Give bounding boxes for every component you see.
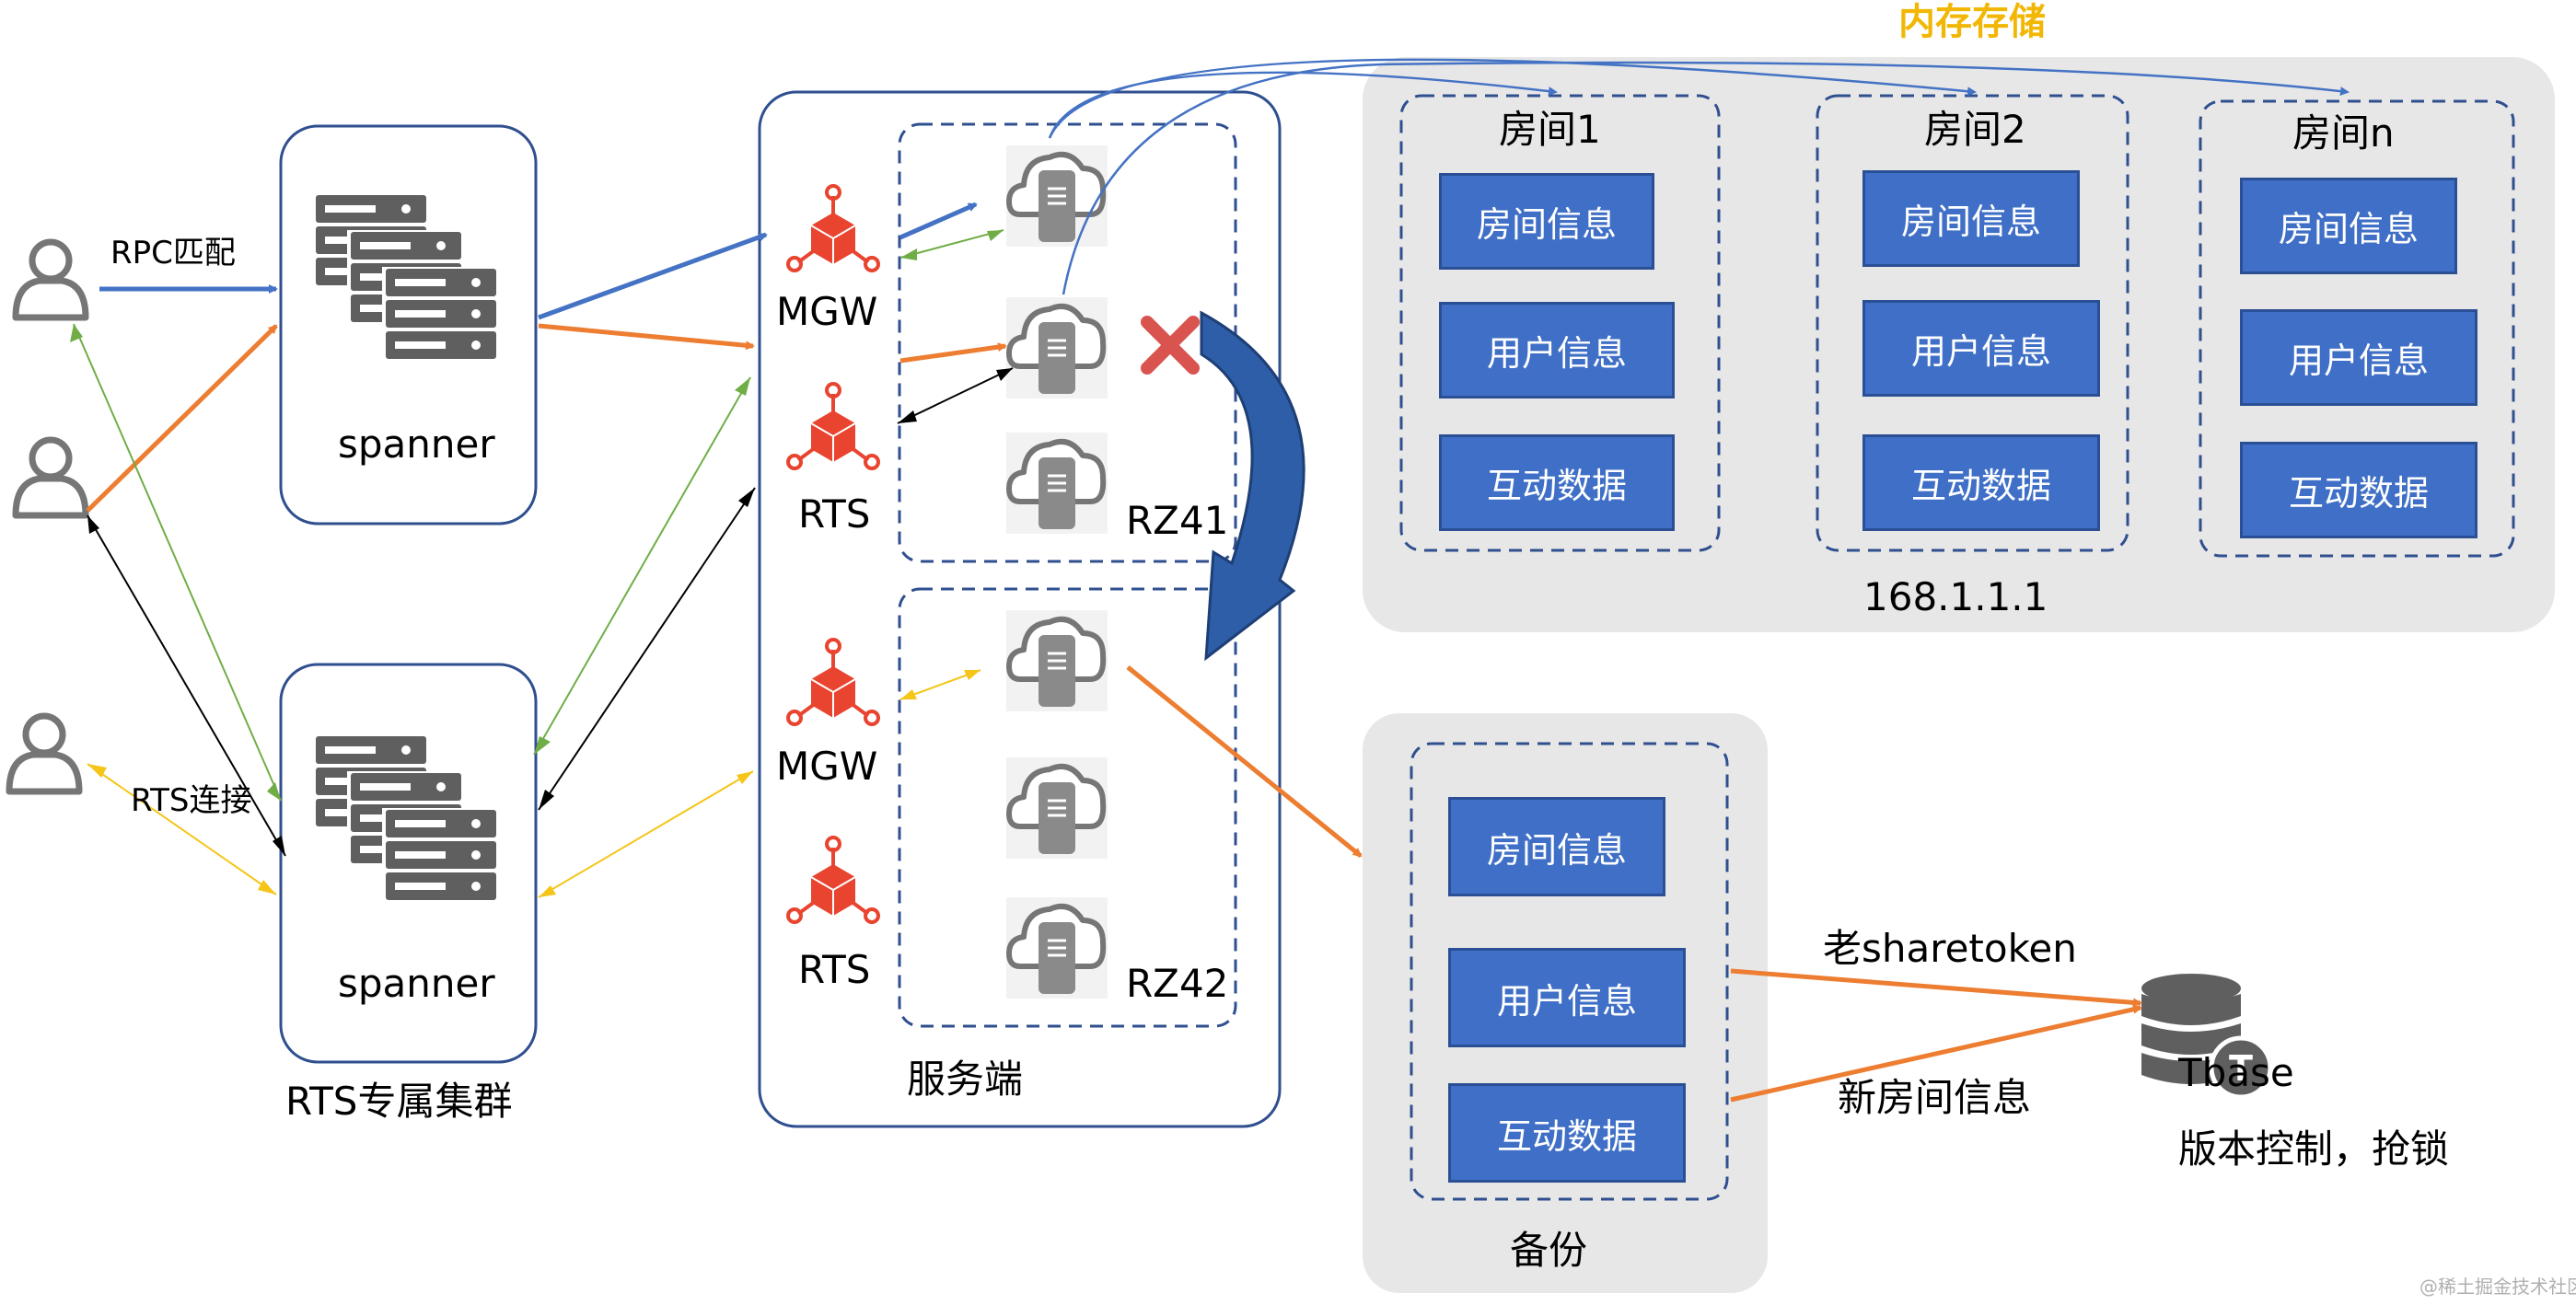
room-2-interaction-box: 互动数据: [1862, 434, 2100, 531]
backup-group: [1410, 742, 1729, 1201]
yellow-links: [87, 669, 981, 898]
rpc-match-label: RPC匹配: [110, 235, 236, 271]
mgw-label-2: MGW: [776, 744, 878, 789]
link-to-room-1: [1048, 71, 1558, 139]
user-to-spanner-orange: [86, 324, 278, 513]
old-sharetoken-label: 老sharetoken: [1823, 926, 2077, 971]
rts-connect-label: RTS连接: [131, 782, 252, 819]
rz42-group: [898, 587, 1237, 1028]
backup-label: 备份: [1510, 1228, 1588, 1273]
user-icon-1: [16, 242, 86, 318]
spanner-to-mgw-blue: [538, 232, 768, 320]
mgw-to-cloud-orange: [899, 342, 1007, 364]
room-n-user-box: 用户信息: [2240, 309, 2477, 406]
watermark: @稀土掘金技术社区: [2419, 1276, 2576, 1298]
backup-info-box: 房间信息: [1448, 797, 1665, 896]
spanner-to-mgw-orange: [538, 323, 755, 351]
memory-storage-title: 内存存储: [1898, 1, 2046, 43]
cloud-server-icon-6: [1006, 897, 1108, 999]
room-n-title: 房间n: [2292, 110, 2395, 156]
cloud-server-icon-2: [1006, 297, 1108, 398]
new-room-info-arrow: [1730, 1004, 2142, 1103]
link-to-room-2: [1048, 58, 1977, 139]
server-side-label: 服务端: [907, 1057, 1024, 1102]
spanner-top-label: spanner: [338, 422, 495, 467]
room-1-group: [1399, 94, 1721, 552]
rz42-to-backup-orange: [1126, 665, 1363, 858]
ip-address-label: 168.1.1.1: [1863, 574, 2048, 619]
cloud-server-icon-5: [1006, 757, 1108, 859]
tbase-note-label: 版本控制，抢锁: [2178, 1126, 2450, 1172]
room-1-info-box: 房间信息: [1439, 173, 1654, 270]
green-links: [70, 229, 1004, 802]
room-n-info-box: 房间信息: [2240, 178, 2457, 274]
room-1-user-box: 用户信息: [1439, 302, 1675, 398]
rz42-label: RZ42: [1126, 961, 1229, 1006]
failover-arrow: [1200, 310, 1305, 662]
cloud-server-icon-4: [1006, 610, 1108, 711]
user-icon-3: [9, 716, 79, 791]
server-side-box: [758, 90, 1282, 1128]
room-2-info-box: 房间信息: [1862, 170, 2080, 267]
failure-x-icon: [1141, 316, 1200, 375]
cloud-server-icon-3: [1006, 433, 1108, 534]
black-links: [87, 367, 1014, 857]
rz41-group: [898, 122, 1237, 563]
new-room-info-label: 新房间信息: [1838, 1075, 2032, 1120]
cloud-server-icon-1: [1006, 145, 1108, 247]
rz41-label: RZ41: [1126, 498, 1229, 543]
room-1-title: 房间1: [1499, 107, 1601, 152]
mgw-to-cloud-blue: [899, 202, 978, 240]
old-sharetoken-arrow: [1730, 968, 2142, 1008]
room-2-user-box: 用户信息: [1862, 300, 2100, 397]
mgw-label-1: MGW: [776, 289, 878, 334]
backup-user-box: 用户信息: [1448, 948, 1686, 1047]
rts-label-1: RTS: [798, 491, 871, 537]
rts-cluster-label: RTS专属集群: [285, 1079, 513, 1124]
room-n-group: [2199, 99, 2515, 558]
tbase-label: Tbase: [2178, 1050, 2294, 1095]
spanner-bottom-label: spanner: [338, 961, 495, 1006]
backup-interaction-box: 互动数据: [1448, 1083, 1686, 1183]
rts-label-2: RTS: [798, 947, 871, 992]
room-n-interaction-box: 互动数据: [2240, 442, 2477, 538]
link-to-room-n: [1062, 61, 2350, 295]
room-1-interaction-box: 互动数据: [1439, 434, 1675, 531]
room-2-title: 房间2: [1924, 107, 2026, 152]
user-icon-2: [16, 440, 86, 515]
